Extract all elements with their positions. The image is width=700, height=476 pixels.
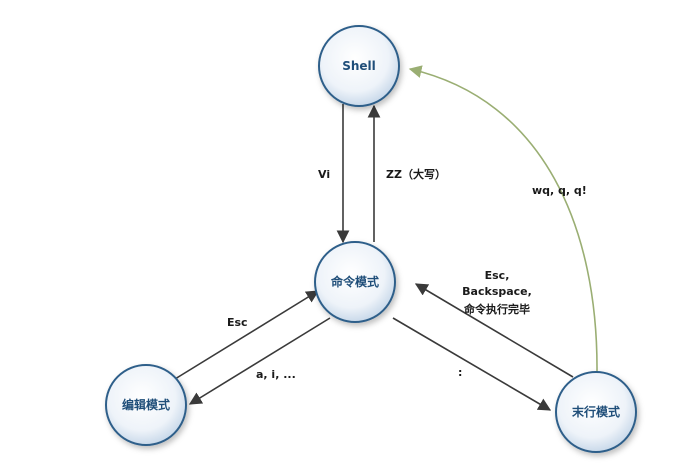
- node-shell-label: Shell: [342, 59, 376, 73]
- edge-label-return-to-command: Esc, Backspace, 命令执行完毕: [462, 269, 532, 316]
- edge-label-line-1: Esc,: [485, 269, 510, 282]
- node-shell: Shell: [318, 25, 400, 107]
- arrow-edit-to-command: [174, 290, 320, 380]
- edge-label-line-2: Backspace,: [462, 285, 532, 298]
- edge-label-colon: :: [458, 366, 462, 379]
- node-command-mode: 命令模式: [314, 241, 396, 323]
- edge-label-line-3: 命令执行完毕: [463, 302, 530, 316]
- arrow-command-to-edit: [188, 317, 331, 405]
- edge-label-esc-edit: Esc: [227, 316, 248, 329]
- arrow-command-to-lastline: [392, 317, 552, 411]
- edge-label-wq: wq, q, q!: [532, 184, 587, 197]
- node-edit-label: 编辑模式: [121, 397, 170, 412]
- node-command-label: 命令模式: [330, 274, 379, 289]
- node-lastline-label: 末行模式: [572, 404, 620, 419]
- edge-label-vi: Vi: [318, 168, 330, 181]
- arrow-lastline-to-shell: [408, 65, 598, 373]
- arrow-lastline-to-command: [414, 283, 574, 378]
- edge-label-zz: ZZ（大写）: [386, 167, 446, 181]
- node-edit-mode: 编辑模式: [105, 364, 187, 446]
- edge-label-insert-keys: a, i, ...: [256, 368, 296, 381]
- node-lastline-mode: 末行模式: [555, 371, 637, 453]
